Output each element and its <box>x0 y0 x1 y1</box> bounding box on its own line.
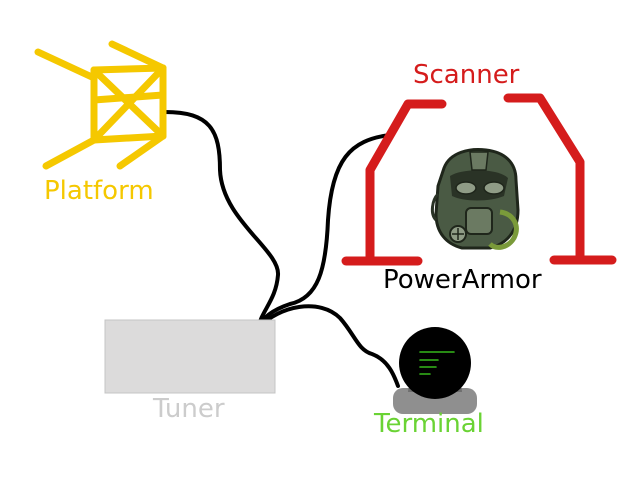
terminal-icon <box>393 327 477 414</box>
scanner-icon <box>341 93 617 266</box>
wires <box>163 110 400 388</box>
wire-tuner-terminal <box>256 304 400 388</box>
power-armor-helmet-icon <box>430 148 520 250</box>
tuner-label: Tuner <box>152 394 225 424</box>
scanner-label: Scanner <box>413 60 520 90</box>
wire-platform-tuner <box>163 110 280 330</box>
platform-label: Platform <box>44 176 154 206</box>
wire-scanner-tuner <box>256 133 392 330</box>
tuner-box <box>104 319 276 394</box>
platform-icon <box>34 40 167 170</box>
terminal-label: Terminal <box>373 409 484 439</box>
power-armor-label: PowerArmor <box>383 265 542 295</box>
